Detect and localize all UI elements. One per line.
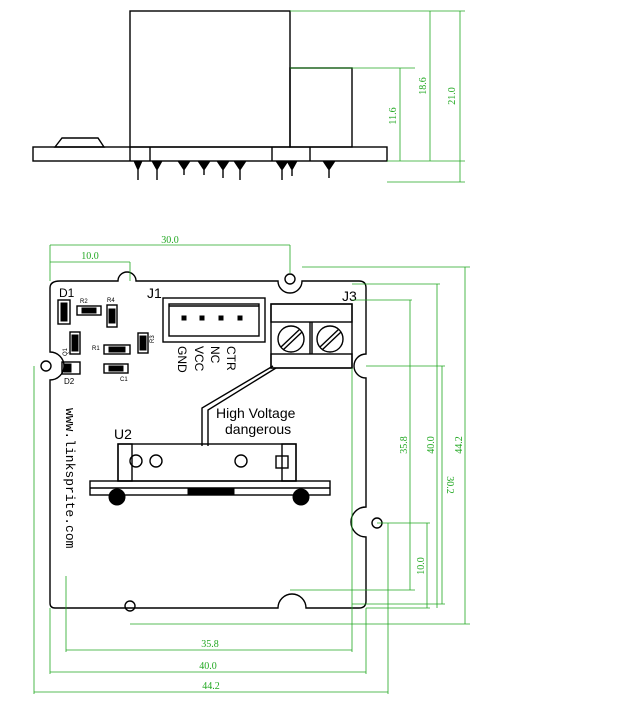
- r2-component: [76, 305, 102, 316]
- pin-label-nc: NC: [208, 346, 222, 364]
- label-d2: D2: [64, 377, 75, 386]
- label-r3: R3: [150, 335, 156, 343]
- website-text: www.linksprite.com: [62, 408, 77, 549]
- d2-component: [61, 361, 81, 375]
- board-outline: [49, 271, 367, 609]
- q1-component: [69, 331, 81, 355]
- warning-text-line1: High Voltage: [216, 405, 296, 421]
- r1-component: [103, 344, 131, 355]
- isolation-line: [201, 365, 274, 446]
- dim-right-44-2: 44.2: [454, 436, 465, 454]
- j1-connector: [162, 297, 266, 343]
- label-j1: J1: [147, 285, 162, 301]
- warning-text-line2: dangerous: [225, 421, 291, 437]
- c1-component: [103, 363, 129, 374]
- u2-body: [117, 443, 297, 482]
- label-r2: R2: [80, 299, 88, 305]
- dim-right-35-8: 35.8: [399, 436, 410, 454]
- dim-bottom-40: 40.0: [199, 661, 217, 672]
- top-view: D1 R2 R4 Q1 R1 R3 D2 C1 J1: [33, 235, 470, 694]
- dim-right-30-2: 30.2: [444, 476, 455, 494]
- dim-side-21-0: 21.0: [447, 87, 458, 105]
- label-c1: C1: [120, 377, 128, 383]
- dim-top-10: 10.0: [81, 251, 99, 262]
- r4-component: [106, 304, 118, 328]
- dim-bottom-44-2: 44.2: [202, 681, 220, 692]
- side-view: 11.6 18.6 21.0: [32, 10, 465, 183]
- label-u2: U2: [114, 426, 132, 442]
- pins-side: [133, 160, 336, 180]
- label-r1: R1: [92, 346, 100, 352]
- screw-right: [316, 325, 344, 353]
- mount-hole-left: [40, 360, 52, 372]
- relay-body: [129, 10, 291, 148]
- label-d1: D1: [59, 286, 75, 300]
- pin-label-vcc: VCC: [192, 346, 206, 372]
- mount-hole-top: [284, 273, 296, 285]
- dim-right-10: 10.0: [416, 557, 427, 575]
- dim-bottom-35-8: 35.8: [201, 639, 219, 650]
- mount-hole-bottom: [124, 600, 136, 612]
- screw-left: [277, 325, 305, 353]
- pin-label-gnd: GND: [175, 346, 189, 373]
- label-j3: J3: [342, 288, 357, 304]
- pin-label-ctr: CTR: [224, 346, 238, 371]
- dim-side-11-6: 11.6: [388, 107, 399, 124]
- terminal-side: [289, 67, 353, 148]
- pcb-side: [32, 146, 388, 162]
- label-r4: R4: [107, 298, 115, 304]
- dim-right-40: 40.0: [426, 436, 437, 454]
- label-q1: Q1: [63, 347, 69, 356]
- r3-component: [137, 332, 149, 354]
- d1-component: [57, 299, 71, 325]
- connector-side: [53, 137, 106, 148]
- dim-side-18-6: 18.6: [418, 77, 429, 95]
- dim-top-30: 30.0: [161, 235, 179, 246]
